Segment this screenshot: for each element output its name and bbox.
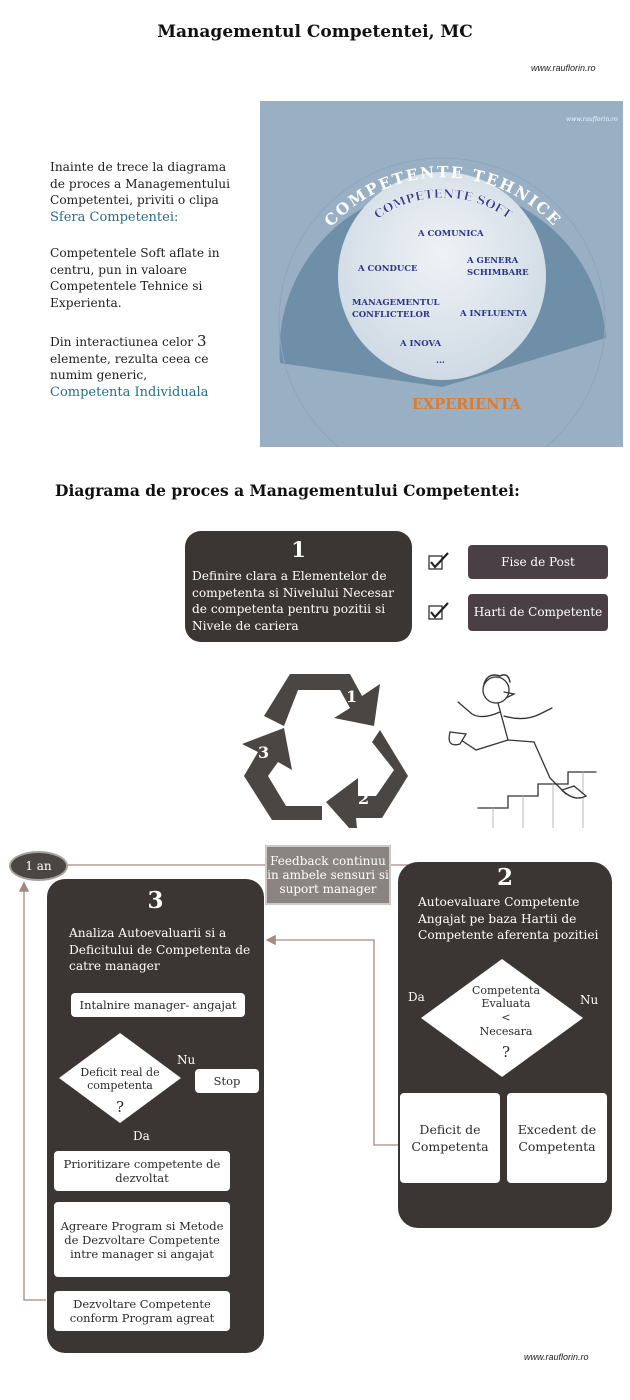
website-url-top[interactable]: www.rauflorin.ro [531, 63, 596, 73]
cycle-number-3: 3 [258, 743, 269, 762]
checkbox-checked-icon [428, 602, 449, 620]
item-conflict-2: CONFLICTELOR [352, 310, 431, 320]
develop-step: Dezvoltare Competente conform Program ag… [54, 1291, 230, 1331]
stop-step: Stop [195, 1069, 259, 1093]
competence-comparison-decision: Competenta Evaluata < Necesara ? [421, 959, 583, 1077]
intro-paragraph-2: Competentele Soft aflate in centru, pun … [50, 246, 220, 310]
svg-text:Deficit real de: Deficit real de [80, 1066, 159, 1079]
process-title: Diagrama de proces a Managementului Comp… [55, 481, 520, 500]
step2-text: Autoevaluare Competente Angajat pe baza … [418, 895, 599, 942]
agree-program-step: Agreare Program si Metode de Dezvoltare … [54, 1202, 230, 1277]
soft-items: A COMUNICA A CONDUCE A GENERA SCHIMBARE … [352, 229, 529, 366]
step2-number: 2 [496, 864, 513, 891]
competence-deficit-box: Deficit de Competenta [400, 1093, 500, 1183]
intro-number: 3 [197, 332, 207, 350]
intro-paragraph-3: Din interactiunea celor 3 elemente, rezu… [50, 333, 240, 401]
item-influence: A INFLUENTA [459, 309, 527, 319]
cycle-number-1: 1 [346, 687, 357, 706]
cycle-number-2: 2 [358, 789, 369, 808]
page-title: Managementul Competentei, MC [157, 22, 473, 42]
competence-maps-button[interactable]: Harti de Competente [468, 594, 608, 631]
competence-excess-box: Excedent de Competenta [507, 1093, 607, 1183]
yes-label-step2: Da [408, 990, 425, 1004]
step1-box: 1 Definire clara a Elementelor de compet… [185, 531, 412, 642]
no-label-step3: Nu [177, 1053, 196, 1067]
svg-text:Evaluata: Evaluata [482, 997, 531, 1010]
intro-text: Inainte de trece la diagrama de proces a… [50, 160, 231, 207]
item-communicate: A COMUNICA [417, 229, 484, 239]
item-conflict-1: MANAGEMENTUL [352, 298, 440, 308]
competence-sphere-diagram: www.rauflorin.ro COMPETENTE TEHNICE COMP… [260, 101, 623, 447]
checkbox-checked-icon [428, 552, 449, 570]
item-change-2: SCHIMBARE [467, 268, 529, 278]
svg-text:?: ? [502, 1043, 510, 1061]
prioritize-step: Prioritizare competente de dezvoltat [54, 1151, 230, 1191]
item-innovate: A INOVA [399, 339, 441, 349]
step1-text: Definire clara a Elementelor de competen… [192, 569, 394, 633]
svg-text:Necesara: Necesara [480, 1025, 533, 1038]
sphere-link[interactable]: Sfera Competentei: [50, 209, 179, 225]
one-year-cycle: 1 an [9, 851, 68, 881]
recycle-cycle-icon: 1 2 3 [242, 674, 408, 828]
svg-text:<: < [501, 1011, 510, 1024]
intro-text: elemente, rezulta ceea ce numim generic, [50, 351, 209, 383]
feedback-box: Feedback continuu in ambele sensuri si s… [265, 845, 391, 905]
svg-text:Competenta: Competenta [472, 984, 540, 997]
intro-paragraph-1: Inainte de trece la diagrama de proces a… [50, 159, 240, 226]
no-label-step2: Nu [580, 993, 599, 1007]
yes-label-step3: Da [133, 1129, 150, 1143]
job-description-button[interactable]: Fise de Post [468, 545, 608, 579]
real-deficit-decision: Deficit real de competenta ? [59, 1033, 181, 1123]
svg-text:competenta: competenta [87, 1079, 153, 1092]
svg-text:?: ? [116, 1098, 124, 1116]
individual-competence-link[interactable]: Competenta Individuala [50, 384, 209, 400]
meeting-step: Intalnire manager- angajat [71, 993, 245, 1017]
experience-label: EXPERIENTA [412, 396, 521, 413]
step1-number: 1 [291, 537, 306, 562]
item-lead: A CONDUCE [357, 264, 418, 274]
item-more: ... [436, 356, 445, 366]
item-change-1: A GENERA [466, 256, 519, 266]
soft-core [338, 172, 546, 380]
sphere-watermark: www.rauflorin.ro [566, 116, 618, 123]
step3-number: 3 [147, 887, 164, 914]
intro-text: Din interactiunea celor [50, 335, 194, 349]
step3-text: Analiza Autoevaluarii si a Deficitului d… [69, 926, 251, 973]
website-url-bottom[interactable]: www.rauflorin.ro [524, 1352, 589, 1362]
climbing-man-illustration [448, 674, 597, 828]
